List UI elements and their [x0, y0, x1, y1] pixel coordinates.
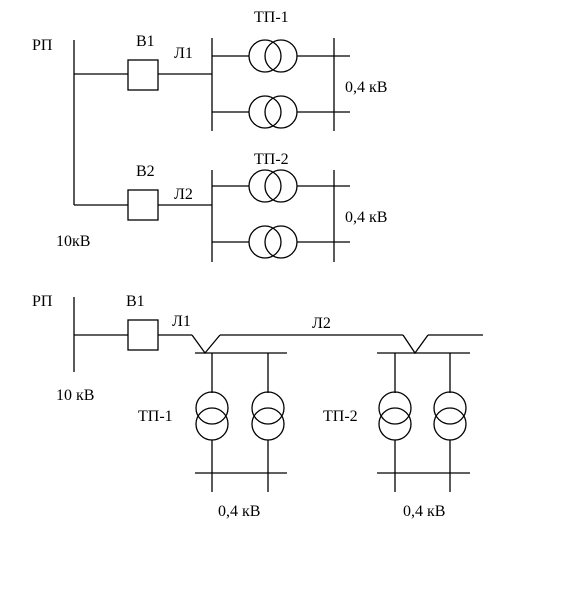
transformer-winding	[248, 95, 282, 129]
breaker-b1	[127, 59, 159, 91]
breaker-b1	[127, 319, 159, 351]
transformer-winding	[248, 169, 282, 203]
tp1-label: ТП-1	[254, 9, 289, 26]
tap-tp1	[191, 334, 221, 355]
transformer-winding	[378, 391, 412, 425]
transformer-winding	[251, 391, 285, 425]
breaker-b1-label: В1	[126, 293, 145, 310]
trunk-scheme: РП 10 кВ В1 Л1 Л2 ТП-1 0,4 кВ	[32, 293, 483, 520]
transformer-winding	[248, 225, 282, 259]
tp2-lv-label: 0,4 кВ	[403, 503, 445, 520]
tap-tp2	[402, 334, 429, 355]
tp1-lv-label: 0,4 кВ	[218, 503, 260, 520]
breaker-b2	[127, 189, 159, 221]
line-l2-label: Л2	[174, 186, 193, 203]
line-l2-label: Л2	[312, 315, 331, 332]
rp-label: РП	[32, 37, 53, 54]
tp2-label: ТП-2	[323, 408, 358, 425]
rp-label: РП	[32, 293, 53, 310]
tp1-lv-label: 0,4 кВ	[345, 79, 387, 96]
line-l1-label: Л1	[172, 313, 191, 330]
breaker-b1-label: В1	[136, 33, 155, 50]
radial-scheme: РП 10кВ В1 Л1 ТП-1 0,4 кВ В2 Л2 ТП-2	[32, 9, 387, 262]
transformer-winding	[195, 391, 229, 425]
voltage-10kv-label: 10кВ	[56, 233, 90, 250]
transformer-winding	[248, 39, 282, 73]
voltage-10kv-label: 10 кВ	[56, 387, 94, 404]
tp2-lv-label: 0,4 кВ	[345, 209, 387, 226]
breaker-b2-label: В2	[136, 163, 155, 180]
tp2-label: ТП-2	[254, 151, 289, 168]
tp1-label: ТП-1	[138, 408, 173, 425]
transformer-winding	[433, 391, 467, 425]
line-l1-label: Л1	[174, 45, 193, 62]
